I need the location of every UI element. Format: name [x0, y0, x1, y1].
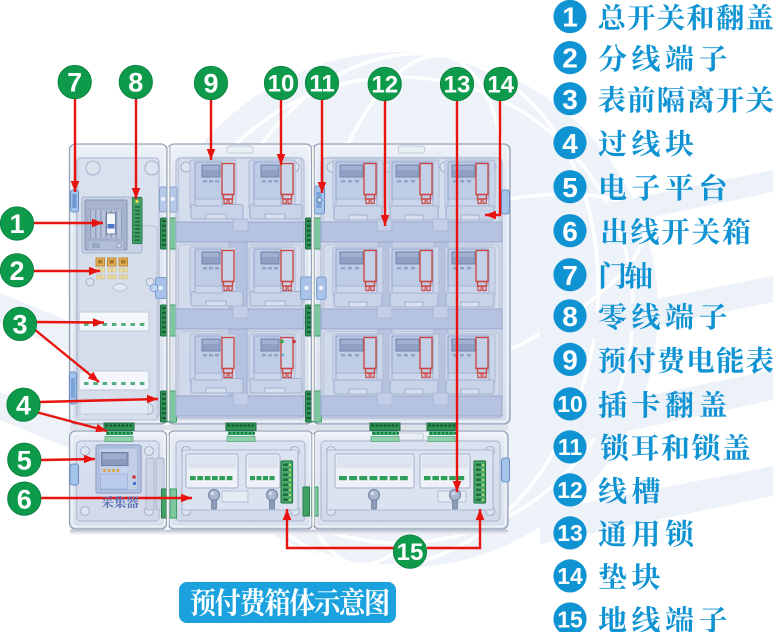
svg-text:13: 13: [557, 520, 583, 546]
svg-text:7: 7: [562, 260, 578, 291]
svg-text:12: 12: [557, 477, 583, 503]
svg-text:4: 4: [16, 390, 31, 420]
svg-text:1: 1: [9, 209, 24, 239]
svg-text:11: 11: [309, 71, 334, 98]
svg-text:2: 2: [9, 256, 24, 286]
svg-text:1: 1: [562, 2, 578, 33]
svg-text:10: 10: [557, 391, 583, 417]
svg-text:8: 8: [128, 68, 143, 98]
svg-text:10: 10: [268, 71, 295, 98]
svg-text:3: 3: [562, 84, 578, 115]
svg-text:14: 14: [487, 72, 514, 99]
svg-text:5: 5: [562, 172, 578, 203]
svg-text:9: 9: [562, 344, 578, 375]
svg-text:4: 4: [562, 128, 578, 159]
svg-text:15: 15: [557, 606, 583, 632]
svg-text:11: 11: [558, 434, 583, 460]
svg-text:6: 6: [17, 484, 32, 514]
svg-text:2: 2: [562, 43, 578, 74]
svg-text:6: 6: [562, 216, 578, 247]
svg-text:13: 13: [444, 72, 471, 99]
svg-text:9: 9: [203, 69, 218, 99]
svg-text:15: 15: [397, 539, 424, 566]
svg-text:7: 7: [67, 68, 82, 98]
svg-text:5: 5: [17, 445, 32, 475]
svg-text:14: 14: [557, 563, 583, 589]
svg-text:12: 12: [371, 72, 398, 99]
svg-text:3: 3: [12, 310, 27, 340]
svg-text:8: 8: [562, 301, 578, 332]
